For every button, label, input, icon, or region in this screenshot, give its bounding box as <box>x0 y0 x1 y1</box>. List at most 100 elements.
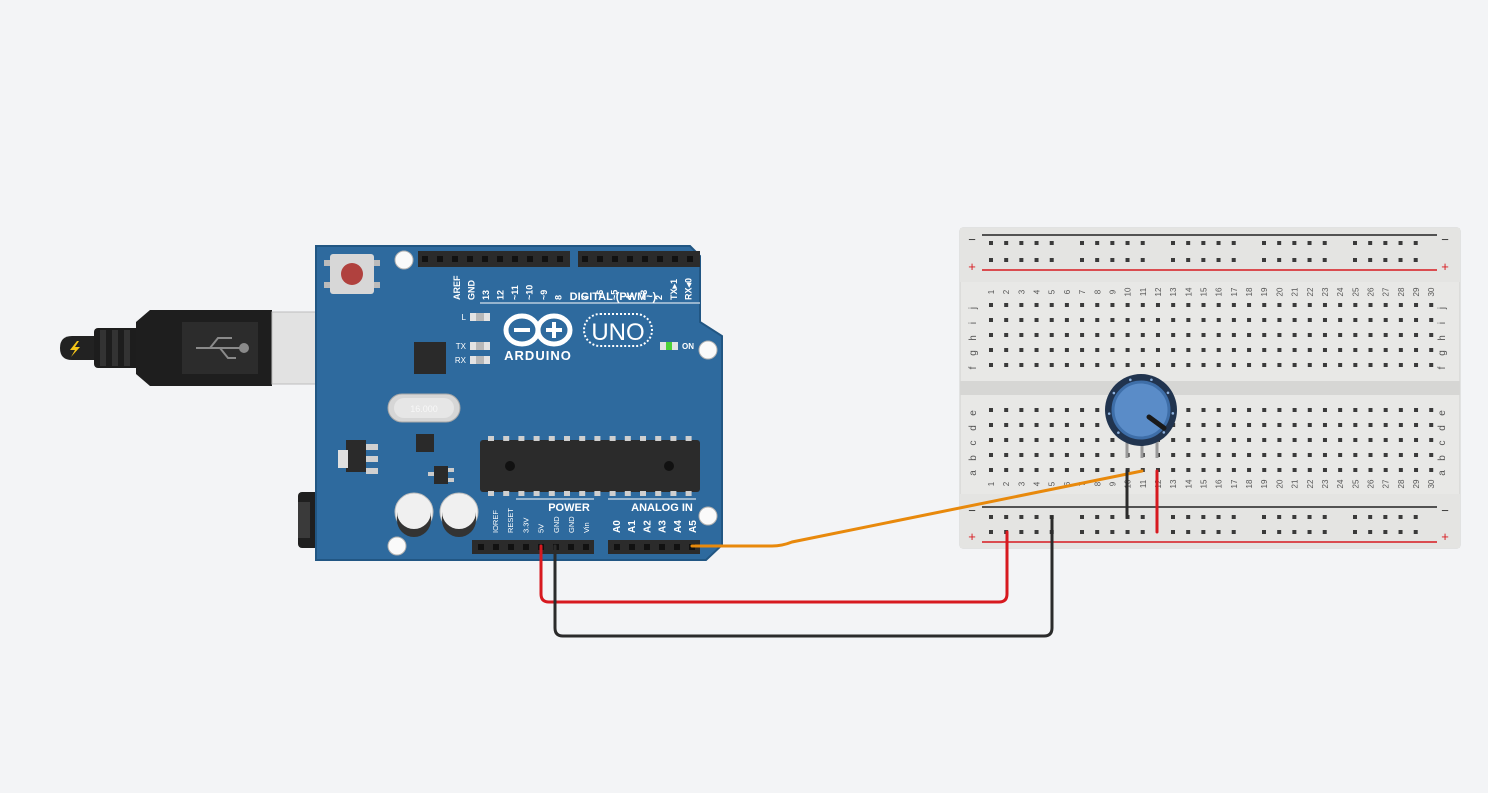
breadboard-hole[interactable] <box>1383 468 1388 472</box>
breadboard-hole[interactable] <box>1262 408 1267 412</box>
breadboard-hole[interactable] <box>1125 318 1130 322</box>
breadboard-hole[interactable] <box>1155 318 1160 322</box>
breadboard-hole[interactable] <box>1338 318 1343 322</box>
breadboard-hole[interactable] <box>1004 515 1009 519</box>
breadboard-hole[interactable] <box>1080 438 1085 442</box>
breadboard-hole[interactable] <box>1398 318 1403 322</box>
breadboard-hole[interactable] <box>1262 363 1267 367</box>
breadboard-hole[interactable] <box>1429 423 1434 427</box>
breadboard-hole[interactable] <box>1292 258 1297 262</box>
breadboard-hole[interactable] <box>1095 453 1100 457</box>
header-socket[interactable] <box>582 256 588 262</box>
breadboard-hole[interactable] <box>1414 363 1419 367</box>
breadboard-hole[interactable] <box>1353 423 1358 427</box>
breadboard-hole[interactable] <box>1277 348 1282 352</box>
breadboard-hole[interactable] <box>1398 241 1403 245</box>
breadboard-hole[interactable] <box>1353 530 1357 534</box>
breadboard-hole[interactable] <box>1216 241 1221 245</box>
breadboard-hole[interactable] <box>1307 363 1312 367</box>
breadboard-hole[interactable] <box>1201 363 1206 367</box>
breadboard-hole[interactable] <box>1110 241 1115 245</box>
breadboard-hole[interactable] <box>1383 363 1388 367</box>
breadboard-hole[interactable] <box>1338 423 1343 427</box>
breadboard-hole[interactable] <box>1307 348 1312 352</box>
breadboard-hole[interactable] <box>1216 438 1221 442</box>
header-socket[interactable] <box>478 544 484 550</box>
header-socket[interactable] <box>527 256 533 262</box>
breadboard-hole[interactable] <box>1171 348 1176 352</box>
breadboard-hole[interactable] <box>1307 333 1312 337</box>
breadboard-hole[interactable] <box>1247 468 1252 472</box>
breadboard-hole[interactable] <box>1398 258 1403 262</box>
breadboard-hole[interactable] <box>1383 515 1388 519</box>
breadboard-hole[interactable] <box>1049 408 1054 412</box>
breadboard-hole[interactable] <box>1231 453 1236 457</box>
breadboard-hole[interactable] <box>1262 453 1267 457</box>
breadboard-hole[interactable] <box>1216 515 1221 519</box>
breadboard-hole[interactable] <box>1292 408 1297 412</box>
breadboard-hole[interactable] <box>1019 468 1024 472</box>
breadboard-hole[interactable] <box>1262 348 1267 352</box>
breadboard-hole[interactable] <box>1368 515 1373 519</box>
breadboard-hole[interactable] <box>1186 423 1191 427</box>
breadboard-hole[interactable] <box>1064 363 1069 367</box>
breadboard-hole[interactable] <box>1186 333 1191 337</box>
breadboard-hole[interactable] <box>1383 318 1388 322</box>
breadboard-hole[interactable] <box>1368 348 1373 352</box>
breadboard-hole[interactable] <box>1171 515 1175 519</box>
breadboard-hole[interactable] <box>1140 515 1145 519</box>
breadboard-hole[interactable] <box>1322 363 1327 367</box>
breadboard-hole[interactable] <box>1064 468 1069 472</box>
breadboard-hole[interactable] <box>1216 363 1221 367</box>
breadboard-hole[interactable] <box>1004 333 1009 337</box>
breadboard-hole[interactable] <box>1398 453 1403 457</box>
breadboard-hole[interactable] <box>1353 241 1357 245</box>
breadboard-hole[interactable] <box>1338 408 1343 412</box>
breadboard-hole[interactable] <box>1049 318 1054 322</box>
breadboard-hole[interactable] <box>1201 241 1206 245</box>
header-socket[interactable] <box>523 544 529 550</box>
breadboard-hole[interactable] <box>989 333 993 337</box>
breadboard-hole[interactable] <box>1140 241 1145 245</box>
breadboard-hole[interactable] <box>1338 468 1343 472</box>
breadboard-hole[interactable] <box>1322 408 1327 412</box>
breadboard-hole[interactable] <box>1095 333 1100 337</box>
breadboard-hole[interactable] <box>1353 348 1358 352</box>
header-socket[interactable] <box>437 256 443 262</box>
breadboard-hole[interactable] <box>1247 363 1252 367</box>
breadboard-hole[interactable] <box>1049 423 1054 427</box>
breadboard-hole[interactable] <box>1110 530 1115 534</box>
breadboard-hole[interactable] <box>1080 408 1085 412</box>
breadboard-hole[interactable] <box>1034 318 1039 322</box>
breadboard-hole[interactable] <box>1292 348 1297 352</box>
breadboard-hole[interactable] <box>989 453 993 457</box>
breadboard-hole[interactable] <box>1110 468 1115 472</box>
breadboard-hole[interactable] <box>1247 408 1252 412</box>
header-socket[interactable] <box>467 256 473 262</box>
breadboard-hole[interactable] <box>1171 318 1176 322</box>
breadboard-hole[interactable] <box>1049 363 1054 367</box>
header-socket[interactable] <box>452 256 458 262</box>
breadboard-hole[interactable] <box>1186 438 1191 442</box>
breadboard-hole[interactable] <box>1004 468 1009 472</box>
breadboard-hole[interactable] <box>1231 303 1236 307</box>
breadboard-hole[interactable] <box>1095 241 1100 245</box>
breadboard-hole[interactable] <box>1155 303 1160 307</box>
breadboard-hole[interactable] <box>1004 423 1009 427</box>
breadboard-hole[interactable] <box>1064 423 1069 427</box>
breadboard-hole[interactable] <box>1383 530 1388 534</box>
breadboard-hole[interactable] <box>1322 333 1327 337</box>
breadboard-hole[interactable] <box>1080 530 1084 534</box>
breadboard-hole[interactable] <box>1429 348 1434 352</box>
header-socket[interactable] <box>659 544 665 550</box>
breadboard-hole[interactable] <box>1049 468 1054 472</box>
breadboard-hole[interactable] <box>1231 515 1236 519</box>
breadboard-hole[interactable] <box>1277 363 1282 367</box>
breadboard-hole[interactable] <box>1095 258 1100 262</box>
breadboard-hole[interactable] <box>1231 530 1236 534</box>
breadboard-hole[interactable] <box>1049 303 1054 307</box>
breadboard-hole[interactable] <box>1216 530 1221 534</box>
breadboard-hole[interactable] <box>1125 258 1130 262</box>
breadboard-hole[interactable] <box>1247 333 1252 337</box>
